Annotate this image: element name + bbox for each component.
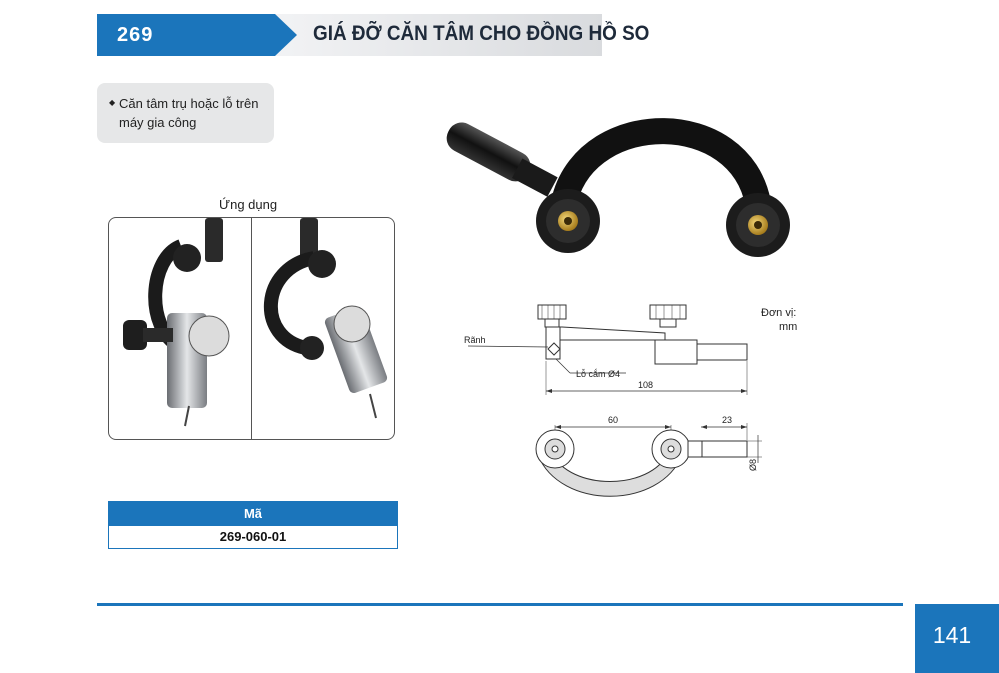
unit-label: Đơn vị: mm: [761, 306, 797, 334]
unit-label-line2: mm: [779, 321, 798, 333]
dim-rod: 23: [722, 415, 732, 425]
page-number: 141: [932, 622, 972, 648]
header-code-tab: 269: [97, 14, 297, 56]
dim-dia: Ø8: [748, 459, 758, 471]
product-code: 269: [117, 24, 154, 46]
code-table: Mã 269-060-01: [108, 501, 398, 549]
dim-total: 108: [638, 380, 653, 390]
feature-text: Căn tâm trụ hoặc lỗ trên máy gia công: [119, 96, 259, 130]
application-image-left: [123, 218, 230, 427]
product-photo: [446, 118, 790, 257]
unit-label-line1: Đơn vị:: [761, 307, 797, 319]
application-images: [108, 217, 395, 440]
groove-label: Rãnh: [464, 335, 486, 345]
page-number-box: 141: [915, 604, 999, 673]
footer-divider: [97, 603, 903, 606]
code-table-header: Mã: [109, 502, 397, 526]
page-title: GIÁ ĐỠ CĂN TÂM CHO ĐỒNG HỒ SO: [313, 22, 650, 45]
application-label: Ứng dụng: [219, 197, 278, 212]
feature-box: ◆ Căn tâm trụ hoặc lỗ trên máy gia công: [97, 83, 274, 143]
diamond-bullet-icon: ◆: [109, 98, 116, 107]
dimension-drawing: Rãnh Lỗ cắm Ø4 108 60 23 Ø8: [464, 304, 762, 497]
dim-center: 60: [608, 415, 618, 425]
header-arrow-shape: [97, 14, 297, 56]
application-image-right: [264, 218, 388, 419]
image-divider: [251, 218, 252, 439]
hole-label: Lỗ cắm Ø4: [576, 369, 620, 379]
code-table-value: 269-060-01: [219, 529, 287, 544]
